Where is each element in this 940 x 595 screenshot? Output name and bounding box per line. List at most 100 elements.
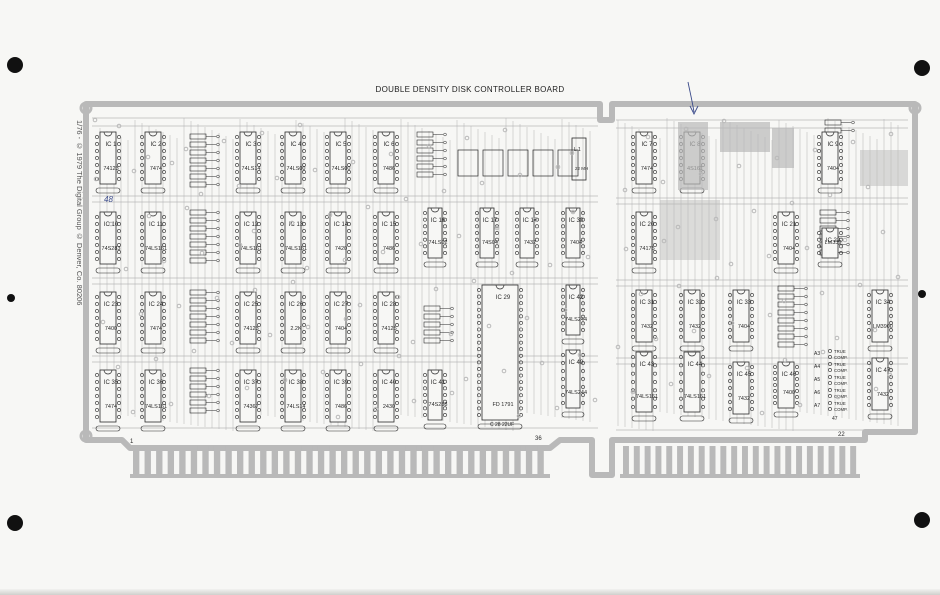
ic-pin: [773, 250, 777, 254]
ic-pin: [728, 328, 732, 332]
ic-body: [821, 227, 839, 259]
ic-pin: [257, 302, 261, 306]
ic-pin: [280, 170, 284, 174]
ic-pin: [653, 177, 657, 181]
ic-pin: [325, 330, 329, 334]
ic-pin: [235, 177, 239, 181]
ic-body: [635, 211, 653, 265]
ic-notch: [103, 211, 113, 217]
resistor-pad: [216, 408, 220, 413]
ic-pin: [728, 293, 732, 297]
via-pad: [161, 258, 167, 264]
resistor-pad: [216, 392, 220, 397]
ic-pin: [773, 371, 777, 375]
ic-pin: [519, 301, 523, 306]
ic-pin: [95, 135, 99, 139]
bypass-capacitor: [373, 425, 399, 432]
ic-pin: [701, 388, 705, 393]
via-pad: [713, 216, 719, 222]
ic-pin: [867, 361, 871, 365]
ic-pin: [347, 337, 351, 341]
ic-pin: [140, 387, 144, 391]
capacitor: [423, 313, 441, 320]
ic-pin: [162, 394, 166, 398]
ic-part-number: 7404: [570, 240, 582, 246]
ic-pin: [519, 334, 523, 338]
ic-pin: [561, 308, 565, 312]
mounting-hole: [79, 429, 93, 443]
ic-notch: [288, 369, 298, 375]
ic-pin: [395, 222, 399, 226]
small-component: [532, 149, 554, 177]
ic-pin: [423, 379, 427, 384]
ic-pin: [631, 257, 635, 261]
capacitor-pad: [450, 306, 454, 311]
ic-part-number: 74LS161: [684, 394, 706, 400]
ic-pin: [280, 302, 284, 306]
ic-body: [239, 369, 257, 423]
ic-pin: [325, 323, 329, 327]
ic-pin: [395, 177, 399, 181]
ic-pin: [839, 135, 843, 139]
bypass-capacitor: [728, 345, 754, 352]
ic-pin: [477, 340, 481, 345]
ic-pin: [162, 330, 166, 334]
edge-connector-finger: [179, 446, 186, 474]
ic-pin: [373, 302, 377, 306]
ic-part-number: 74S288: [429, 402, 448, 408]
ic-pin: [477, 320, 481, 325]
ic-part-number: 7404: [827, 166, 839, 172]
via-pad: [873, 386, 879, 392]
ic-pin: [561, 251, 565, 255]
ic-pin: [95, 149, 99, 153]
ic-part-number: 7432: [689, 324, 701, 330]
edge-connector-finger: [202, 446, 209, 474]
via-pad: [290, 279, 296, 285]
ic-pin: [302, 163, 306, 167]
ic-pin: [867, 293, 871, 297]
via-pad: [343, 316, 349, 322]
ic-pin: [795, 365, 799, 369]
ic-pin: [653, 135, 657, 139]
ic-pin: [519, 314, 523, 319]
copyright-side-text: 1/76 - © 1979 The Digital Group © Denver…: [75, 120, 84, 306]
ic-pin: [477, 301, 481, 306]
ic-pin: [117, 142, 121, 146]
ic-pin: [162, 177, 166, 181]
ic-pin: [257, 408, 261, 412]
via-pad: [335, 414, 341, 420]
ic-notch: [781, 211, 791, 217]
mounting-hole: [908, 101, 922, 115]
ic-pin: [235, 229, 239, 233]
ic-pin: [423, 217, 427, 222]
bypass-capacitor: [631, 345, 657, 352]
edge-connector-finger: [156, 446, 163, 474]
ic-part-number: 7432: [524, 240, 536, 246]
ic-part-number: 74367: [243, 404, 258, 410]
ic-pin: [653, 142, 657, 146]
edge-connector-finger: [468, 446, 475, 474]
ic-part-number: 7474: [641, 166, 653, 172]
ic-pin: [235, 330, 239, 334]
via-pad: [842, 237, 848, 243]
ic-pin: [477, 380, 481, 385]
ic-pin: [443, 211, 447, 215]
ic-pin: [280, 163, 284, 167]
ic-pin: [302, 229, 306, 233]
ic-pin: [773, 395, 777, 399]
ic-pin: [117, 135, 121, 139]
ic-pin: [423, 399, 427, 404]
ic-pin: [477, 373, 481, 378]
ic-pin: [750, 400, 754, 404]
ic-pin: [302, 149, 306, 153]
ic-pin: [235, 295, 239, 299]
resistor-pad: [804, 326, 808, 331]
edge-connector-finger: [806, 446, 813, 474]
resistor-pad: [846, 226, 850, 231]
ic-pin: [257, 330, 261, 334]
ic-pin: [95, 215, 99, 219]
resistor-pad: [443, 140, 447, 145]
ic-pin: [889, 307, 893, 311]
